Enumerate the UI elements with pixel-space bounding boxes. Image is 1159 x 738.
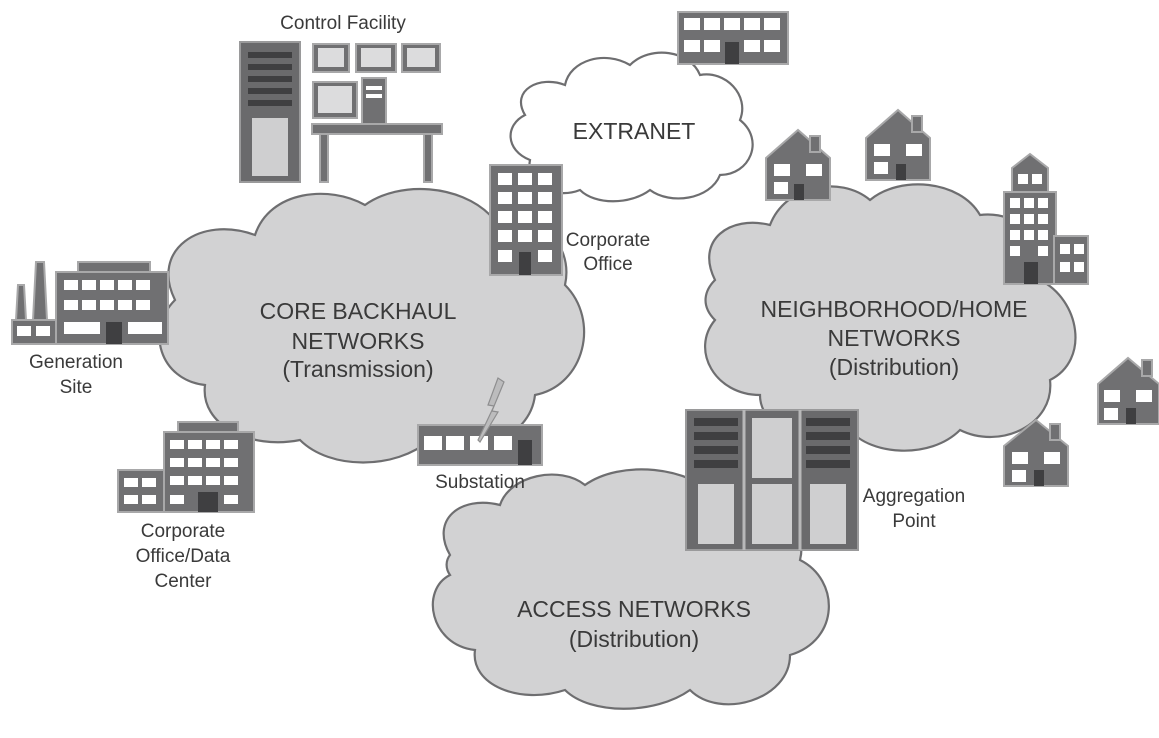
house-icon <box>765 128 831 201</box>
corporate-office-label-line2: Office <box>583 254 632 275</box>
generation-site-icon <box>11 261 169 345</box>
corporate-datacenter-label-line2: Office/Data <box>136 546 231 567</box>
core-cloud-label-line1: CORE BACKHAUL <box>260 298 457 324</box>
aggregation-point-label-line2: Point <box>892 511 936 532</box>
neighborhood-cloud-label-line2: NETWORKS <box>828 325 961 351</box>
corporate-office-icon <box>489 164 563 276</box>
access-cloud-label-line1: ACCESS NETWORKS <box>517 596 751 622</box>
control-facility-icon <box>239 41 443 183</box>
aggregation-point-label-line1: Aggregation <box>863 486 965 507</box>
apartment-building-icon <box>1003 152 1089 285</box>
access-cloud-label-line2: (Distribution) <box>569 626 699 652</box>
generation-site-label-line2: Site <box>60 377 93 398</box>
house-icon <box>1097 356 1159 425</box>
neighborhood-cloud-label-line1: NEIGHBORHOOD/HOME <box>760 296 1027 322</box>
aggregation-point-icon <box>685 409 859 551</box>
generation-site-label-line1: Generation <box>29 352 123 373</box>
corporate-office-label-line1: Corporate <box>566 230 651 251</box>
core-cloud-label-line3: (Transmission) <box>282 356 433 382</box>
data-center-building-icon <box>117 421 255 513</box>
substation-icon <box>417 424 543 466</box>
core-cloud-label-line2: NETWORKS <box>292 328 425 354</box>
house-icon <box>1003 418 1069 487</box>
neighborhood-cloud <box>704 183 1077 452</box>
corporate-datacenter-label-line1: Corporate <box>141 521 226 542</box>
substation-label: Substation <box>435 472 525 493</box>
house-icon <box>865 108 931 181</box>
corporate-datacenter-label-line3: Center <box>154 571 212 592</box>
extranet-building-icon <box>677 11 789 65</box>
control-facility-label: Control Facility <box>280 13 406 34</box>
lightning-bolt-icon <box>477 377 505 443</box>
neighborhood-cloud-label-line3: (Distribution) <box>829 354 959 380</box>
extranet-cloud-label: EXTRANET <box>573 118 696 144</box>
